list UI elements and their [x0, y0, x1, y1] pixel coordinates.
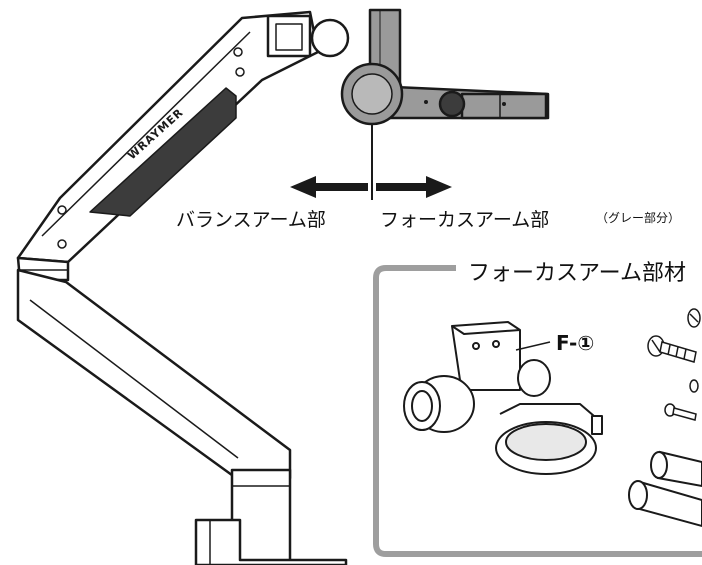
- screw-icon: [664, 403, 697, 421]
- right-arrow-icon: [376, 176, 452, 198]
- parts-box-title: フォーカスアーム部材: [464, 255, 691, 287]
- parts-box-border: [373, 265, 702, 557]
- part-f1-label: F-①: [556, 331, 595, 355]
- f1-leader-line: [515, 341, 551, 351]
- screw-icon: [687, 308, 701, 328]
- screw-icon: [689, 379, 699, 393]
- left-arrow-icon: [290, 176, 368, 198]
- balance-arm-label: バランスアーム部: [176, 209, 326, 231]
- screw-icon: [647, 335, 697, 363]
- gray-part-note: （グレー部分）: [596, 211, 681, 225]
- balance-arm-illustration: WRAYMER: [16, 10, 348, 565]
- tube-icon: [650, 450, 702, 488]
- focus-arm-illustration: [310, 8, 550, 126]
- tube-icon: [628, 480, 702, 528]
- focus-arm-label: フォーカスアーム部: [380, 209, 550, 231]
- focus-mount-illustration: [403, 321, 603, 475]
